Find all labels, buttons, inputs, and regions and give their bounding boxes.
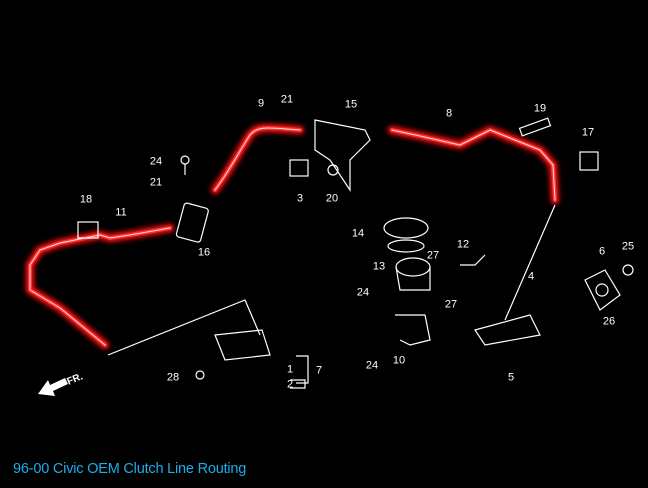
- part-label: 5: [507, 371, 515, 384]
- part-label: 6: [598, 245, 606, 258]
- part-linework: [77, 117, 634, 389]
- diagram-caption: 96-00 Civic OEM Clutch Line Routing: [13, 461, 247, 477]
- part-label: 13: [372, 260, 386, 273]
- part-label: 20: [325, 192, 339, 205]
- part-label: 28: [166, 371, 180, 384]
- part-label: 25: [621, 240, 635, 253]
- part-label: 1: [286, 363, 294, 376]
- part-label: 7: [315, 364, 323, 377]
- part-label: 4: [527, 270, 535, 283]
- part-label: 18: [79, 193, 93, 206]
- part-label: 21: [280, 93, 294, 106]
- part-label: 14: [351, 227, 365, 240]
- part-label: 24: [149, 155, 163, 168]
- part-label: 15: [344, 98, 358, 111]
- part-label: 12: [456, 238, 470, 251]
- part-label: 9: [257, 97, 265, 110]
- part-label: 21: [149, 176, 163, 189]
- front-direction-arrow: [38, 378, 68, 396]
- part-label: 24: [365, 359, 379, 372]
- part-label: 24: [356, 286, 370, 299]
- part-label: 27: [444, 298, 458, 311]
- part-label: 8: [445, 107, 453, 120]
- part-label: 11: [115, 206, 127, 219]
- part-label: 17: [581, 126, 595, 139]
- part-label: 10: [392, 354, 406, 367]
- part-label: 2: [286, 378, 294, 391]
- clutch-lines-highlight: [25, 123, 560, 350]
- part-label: 19: [533, 102, 547, 115]
- part-label: 27: [426, 249, 440, 262]
- part-label: 26: [602, 315, 616, 328]
- part-label: 3: [296, 192, 304, 205]
- part-label: 16: [197, 246, 211, 259]
